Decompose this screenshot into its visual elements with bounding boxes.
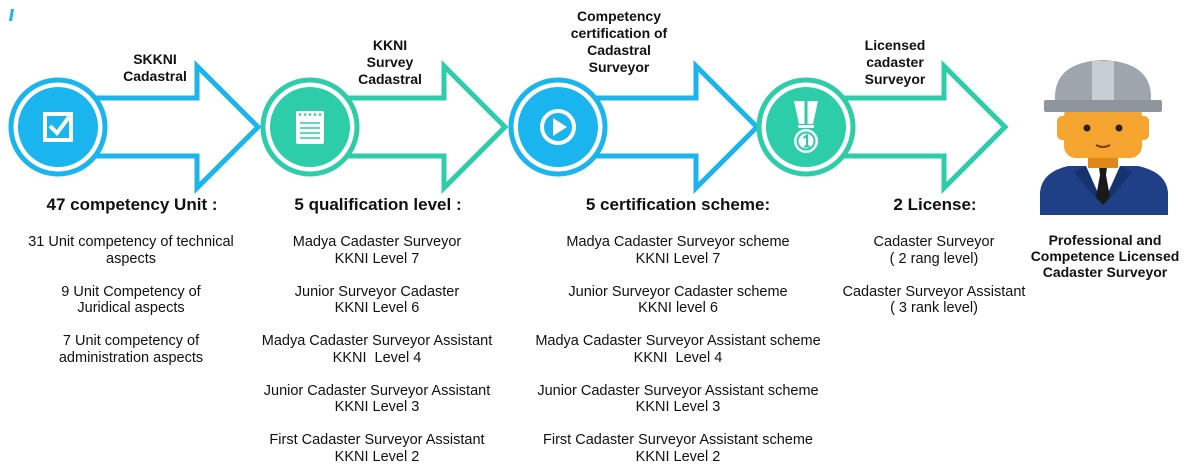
notepad-ring — [308, 113, 312, 116]
outcome-label: Professional and Competence Licensed Cad… — [1030, 232, 1180, 280]
helmet-brim — [1044, 100, 1162, 112]
play-ring — [540, 109, 576, 145]
notepad-ring — [303, 113, 307, 116]
list-item: Junior Cadaster Surveyor Assistant schem… — [537, 382, 819, 416]
step-4-arrow — [756, 59, 1009, 195]
checkbox-icon — [43, 112, 73, 142]
step-3-arrow — [508, 59, 761, 195]
checkmark — [48, 115, 71, 137]
list-item: Junior Surveyor Cadaster scheme KKNI lev… — [568, 283, 788, 317]
left-lapel — [1074, 166, 1103, 205]
step-1-arrow — [8, 59, 262, 195]
list-item: Junior Surveyor Cadaster KKNI Level 6 — [294, 283, 460, 317]
notepad-icon — [296, 111, 324, 144]
list-item: Madya Cadaster Surveyor Assistant KKNI L… — [261, 333, 493, 366]
step-4-heading: 2 License: — [893, 195, 977, 214]
list-item: 7 Unit competency of administration aspe… — [58, 333, 204, 366]
step-1-heading: 47 competency Unit : — [46, 195, 218, 214]
play-triangle — [553, 118, 567, 136]
checkbox-frame — [43, 112, 73, 142]
step-circle-fill — [18, 87, 98, 167]
list-item: Madya Cadaster Surveyor scheme KKNI Leve… — [566, 234, 790, 267]
step-2-arrow — [260, 59, 509, 195]
list-item: 31 Unit competency of technical aspects — [28, 234, 234, 267]
tie — [1096, 175, 1110, 205]
corner-mark — [9, 9, 14, 21]
medal-number-glyph — [802, 133, 810, 148]
right-eye — [1115, 124, 1123, 132]
notepad-ring — [318, 113, 322, 116]
notepad-ring — [298, 113, 302, 116]
medal-inner-ring — [796, 131, 816, 151]
left-eye — [1083, 124, 1091, 132]
list-item: Cadaster Surveyor Assistant ( 3 rank lev… — [842, 283, 1026, 317]
mouth — [1095, 144, 1111, 148]
right-lapel — [1103, 166, 1132, 205]
list-item: Madya Cadaster Surveyor Assistant scheme… — [535, 333, 821, 366]
step-4-list: Cadaster Surveyor ( 2 rang level) Cadast… — [819, 234, 1049, 317]
step-2-list: Madya Cadaster Surveyor KKNI Level 7 Jun… — [247, 234, 507, 465]
list-item: Cadaster Surveyor ( 2 rang level) — [873, 234, 995, 267]
list-item: First Cadaster Surveyor Assistant KKNI L… — [269, 432, 485, 465]
step-3-list: Madya Cadaster Surveyor scheme KKNI Leve… — [513, 234, 843, 465]
step-4-label: Licensed cadaster Surveyor — [864, 37, 926, 87]
step-3-heading: 5 certification scheme: — [585, 195, 771, 214]
step-2-heading: 5 qualification level : — [294, 195, 462, 214]
medal-clasp — [798, 125, 814, 128]
helmet-stripe — [1092, 61, 1114, 101]
step-2-label: KKNI Survey Cadastral — [358, 37, 422, 87]
step-3-label: Competency certification of Cadastral Su… — [570, 8, 668, 75]
list-item: First Cadaster Surveyor Assistant scheme… — [543, 432, 813, 465]
list-item: Madya Cadaster Surveyor KKNI Level 7 — [292, 234, 462, 267]
face — [1064, 104, 1142, 158]
step-1-label: SKKNI Cadastral — [123, 51, 187, 84]
step-1-list: 31 Unit competency of technical aspects … — [1, 234, 261, 366]
medal-icon — [794, 101, 818, 153]
notepad-ring — [313, 113, 317, 116]
play-icon — [540, 109, 576, 145]
tie-knot — [1099, 167, 1107, 175]
engineer-icon — [1040, 60, 1168, 215]
list-item: 9 Unit Competency of Juridical aspects — [61, 283, 201, 317]
list-item: Junior Cadaster Surveyor Assistant KKNI … — [263, 382, 491, 416]
